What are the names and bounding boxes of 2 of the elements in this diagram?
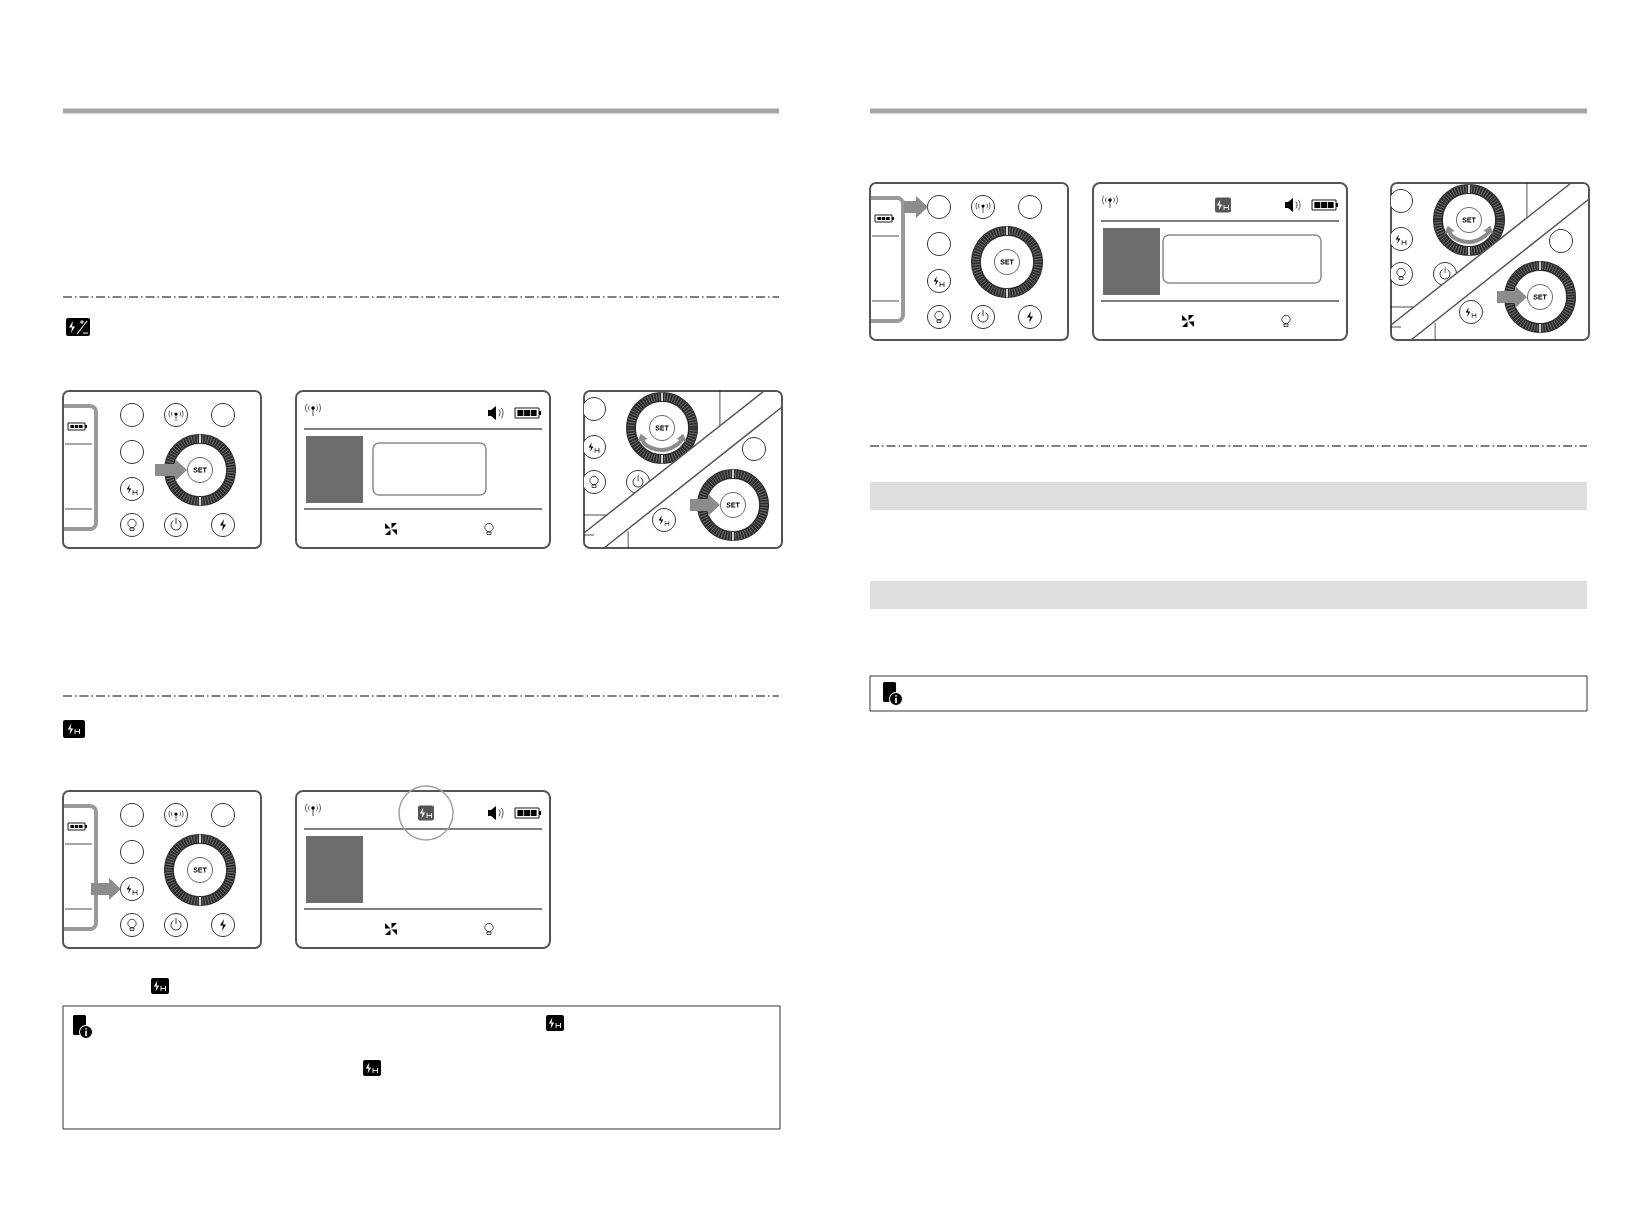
section-band	[870, 581, 1587, 609]
section-band	[870, 482, 1587, 510]
